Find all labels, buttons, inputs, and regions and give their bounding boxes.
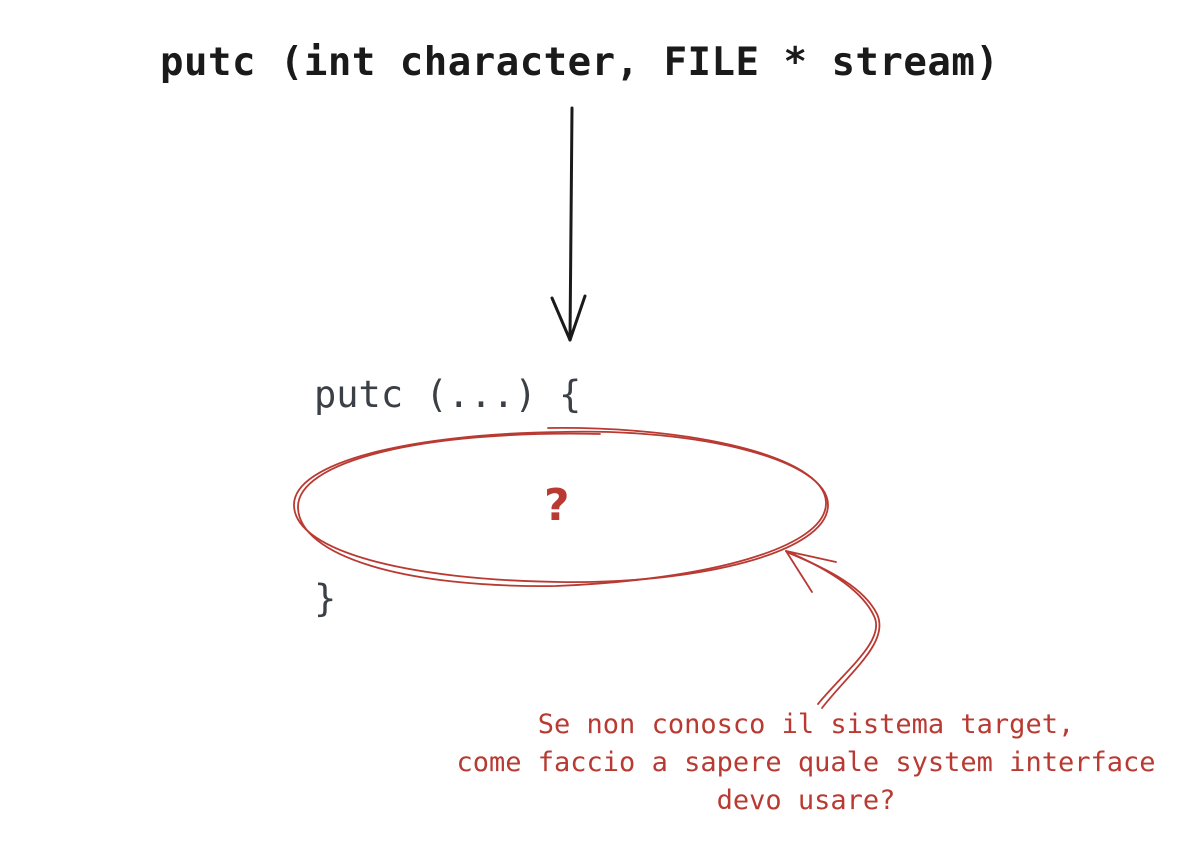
question-mark: ? (544, 480, 570, 531)
annotation-line-3: devo usare? (716, 785, 896, 816)
note-arrow (785, 550, 881, 709)
question-ellipse (293, 427, 829, 587)
down-arrow (550, 106, 587, 342)
function-body-open: putc (...) { (314, 373, 582, 416)
function-signature: putc (int character, FILE * stream) (160, 40, 1000, 85)
function-body-close: } (314, 577, 337, 620)
annotation-note: Se non conosco il sistema target, come f… (430, 706, 1182, 820)
annotation-line-1: Se non conosco il sistema target, (537, 709, 1075, 740)
annotation-line-2: come faccio a sapere quale system interf… (456, 747, 1156, 778)
